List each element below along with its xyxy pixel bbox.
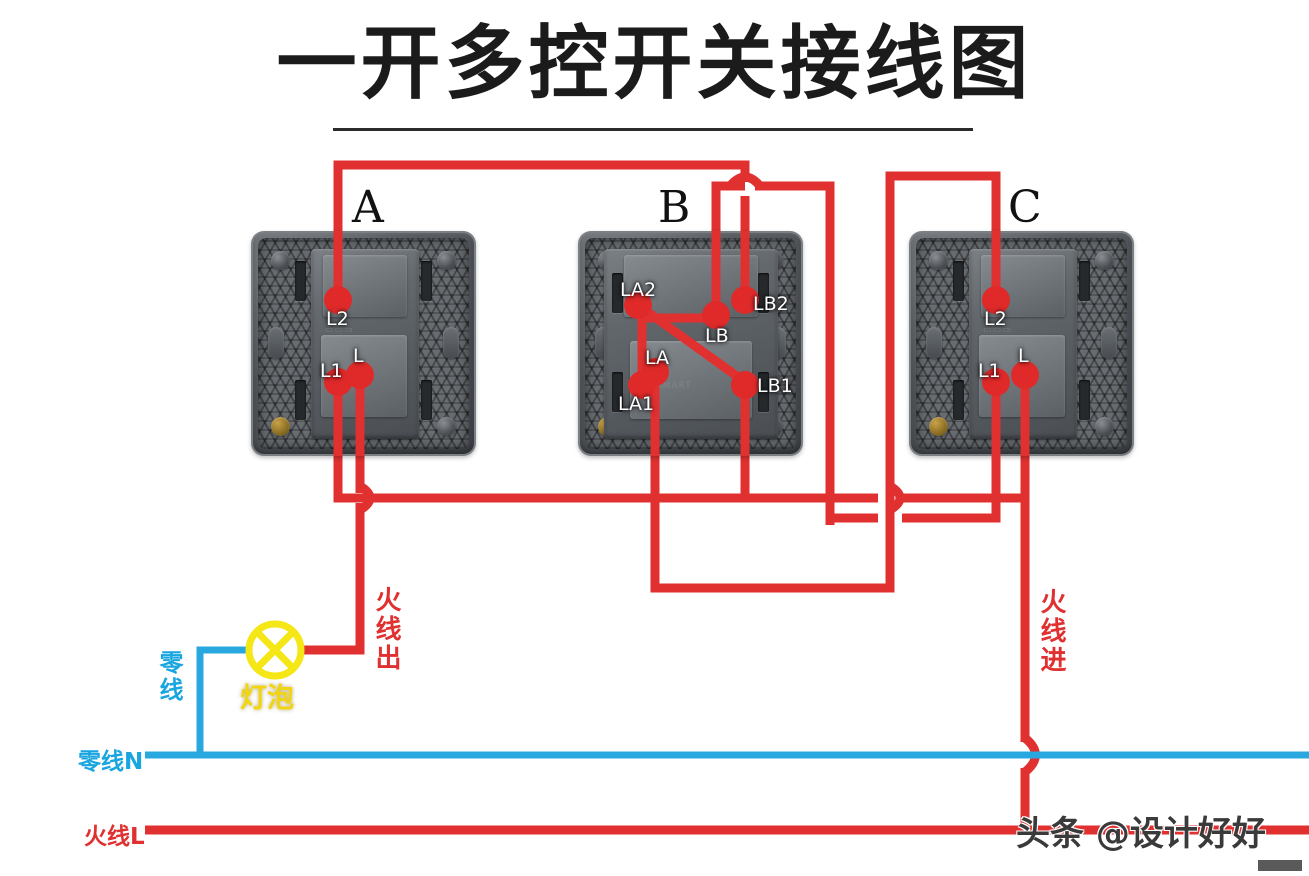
switch-a-ear-right <box>443 327 459 359</box>
switch-b-letter: B <box>658 182 691 233</box>
switch-c-letter: C <box>1008 182 1042 233</box>
switch-b-slot-tl <box>612 273 623 313</box>
label-live-in: 火线进 <box>1036 588 1066 675</box>
switch-c-ear-left <box>926 327 942 359</box>
label-live-bus: 火线L <box>84 824 145 850</box>
switch-c-screw-tl <box>929 251 948 270</box>
switch-a-slot-br <box>421 380 432 420</box>
label-live-out: 火线出 <box>371 586 401 673</box>
watermark: 头条 @设计好好 <box>1016 814 1266 854</box>
switch-b-slot-tr <box>758 273 769 313</box>
switch-a-slot-tr <box>421 261 432 301</box>
switch-c-slot-bl <box>953 380 964 420</box>
switch-c-brand: ▭▭▭ <box>983 325 1012 335</box>
switch-c-screw-tr <box>1095 251 1114 270</box>
switch-c-slot-tl <box>953 261 964 301</box>
switch-b-slot-br <box>758 372 769 412</box>
switch-c-screw-bl <box>929 417 948 436</box>
switch-a-screw-tr <box>437 251 456 270</box>
switch-c-slot-br <box>1079 380 1090 420</box>
title-underline <box>333 128 973 131</box>
switch-c-slot-tr <box>1079 261 1090 301</box>
terminal-dots <box>324 286 1039 399</box>
switch-a-ear-left <box>268 327 284 359</box>
switch-b-slot-bl <box>612 372 623 412</box>
switch-a-screw-bl <box>271 417 290 436</box>
label-neutral-branch: 零线 <box>155 650 183 704</box>
switch-a-screw-tl <box>271 251 290 270</box>
switch-b-brand: SMART <box>656 381 692 391</box>
label-neutral-bus: 零线N <box>78 749 144 775</box>
switch-a-brand: ▭▭▭ <box>325 325 354 335</box>
corner-tick <box>1258 860 1302 871</box>
page-title: 一开多控开关接线图 <box>276 17 1033 110</box>
switch-a-screw-br <box>437 417 456 436</box>
switch-c-ear-right <box>1101 327 1117 359</box>
switch-c-screw-br <box>1095 417 1114 436</box>
label-bulb: 灯泡 <box>240 683 294 714</box>
switch-a-letter: A <box>352 182 384 233</box>
switch-a-slot-tl <box>295 261 306 301</box>
switch-a-slot-bl <box>295 380 306 420</box>
bulb-symbol <box>245 620 305 680</box>
